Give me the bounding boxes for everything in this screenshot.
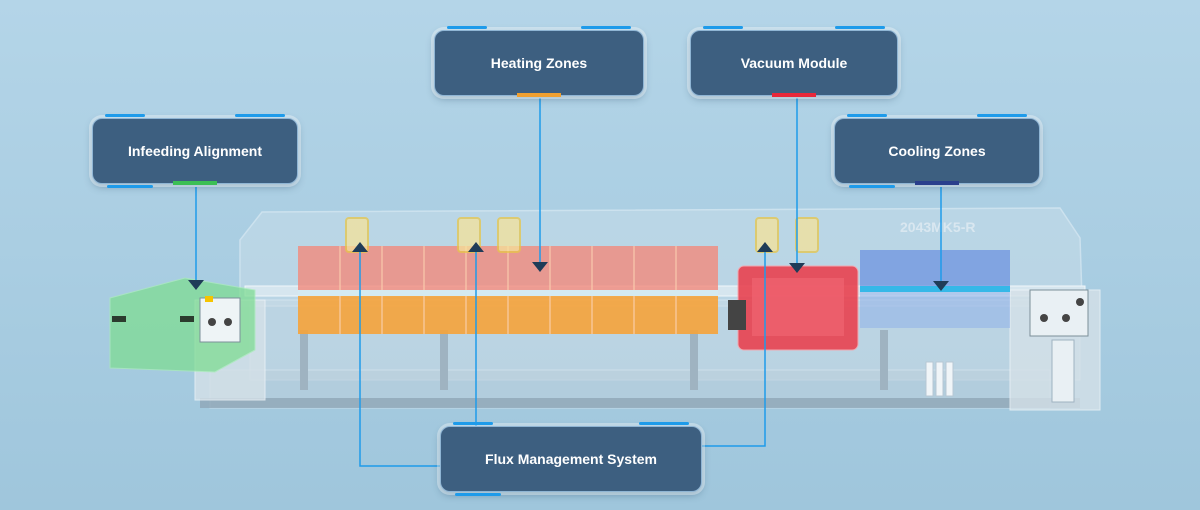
- cooling-zone: [860, 250, 1010, 328]
- infeed-zone: [109, 277, 256, 373]
- callout-cooling-zones: Cooling Zones: [834, 114, 1040, 188]
- callout-label: Heating Zones: [490, 55, 588, 71]
- callout-infeeding-alignment: Infeeding Alignment: [92, 114, 298, 188]
- accent-bar: [173, 181, 217, 185]
- callout-label: Infeeding Alignment: [127, 143, 263, 159]
- connector-arrowheads: [188, 242, 949, 291]
- callout-flux-management-system: Flux Management System: [440, 422, 702, 496]
- connector-lines: [195, 98, 942, 467]
- accent-bar: [517, 93, 561, 97]
- heating-zone-blocks: [298, 246, 718, 334]
- callout-heating-zones: Heating Zones: [434, 26, 644, 97]
- callout-label: Vacuum Module: [740, 55, 848, 71]
- callout-label: Cooling Zones: [888, 143, 986, 159]
- accent-bar: [915, 181, 959, 185]
- machine-model-label: 2043MK5-R: [900, 219, 975, 235]
- callout-label: Flux Management System: [485, 451, 657, 467]
- vacuum-zone: [728, 265, 859, 351]
- exit-conveyor: [1029, 289, 1089, 337]
- callout-vacuum-module: Vacuum Module: [690, 26, 898, 97]
- accent-bar: [772, 93, 816, 97]
